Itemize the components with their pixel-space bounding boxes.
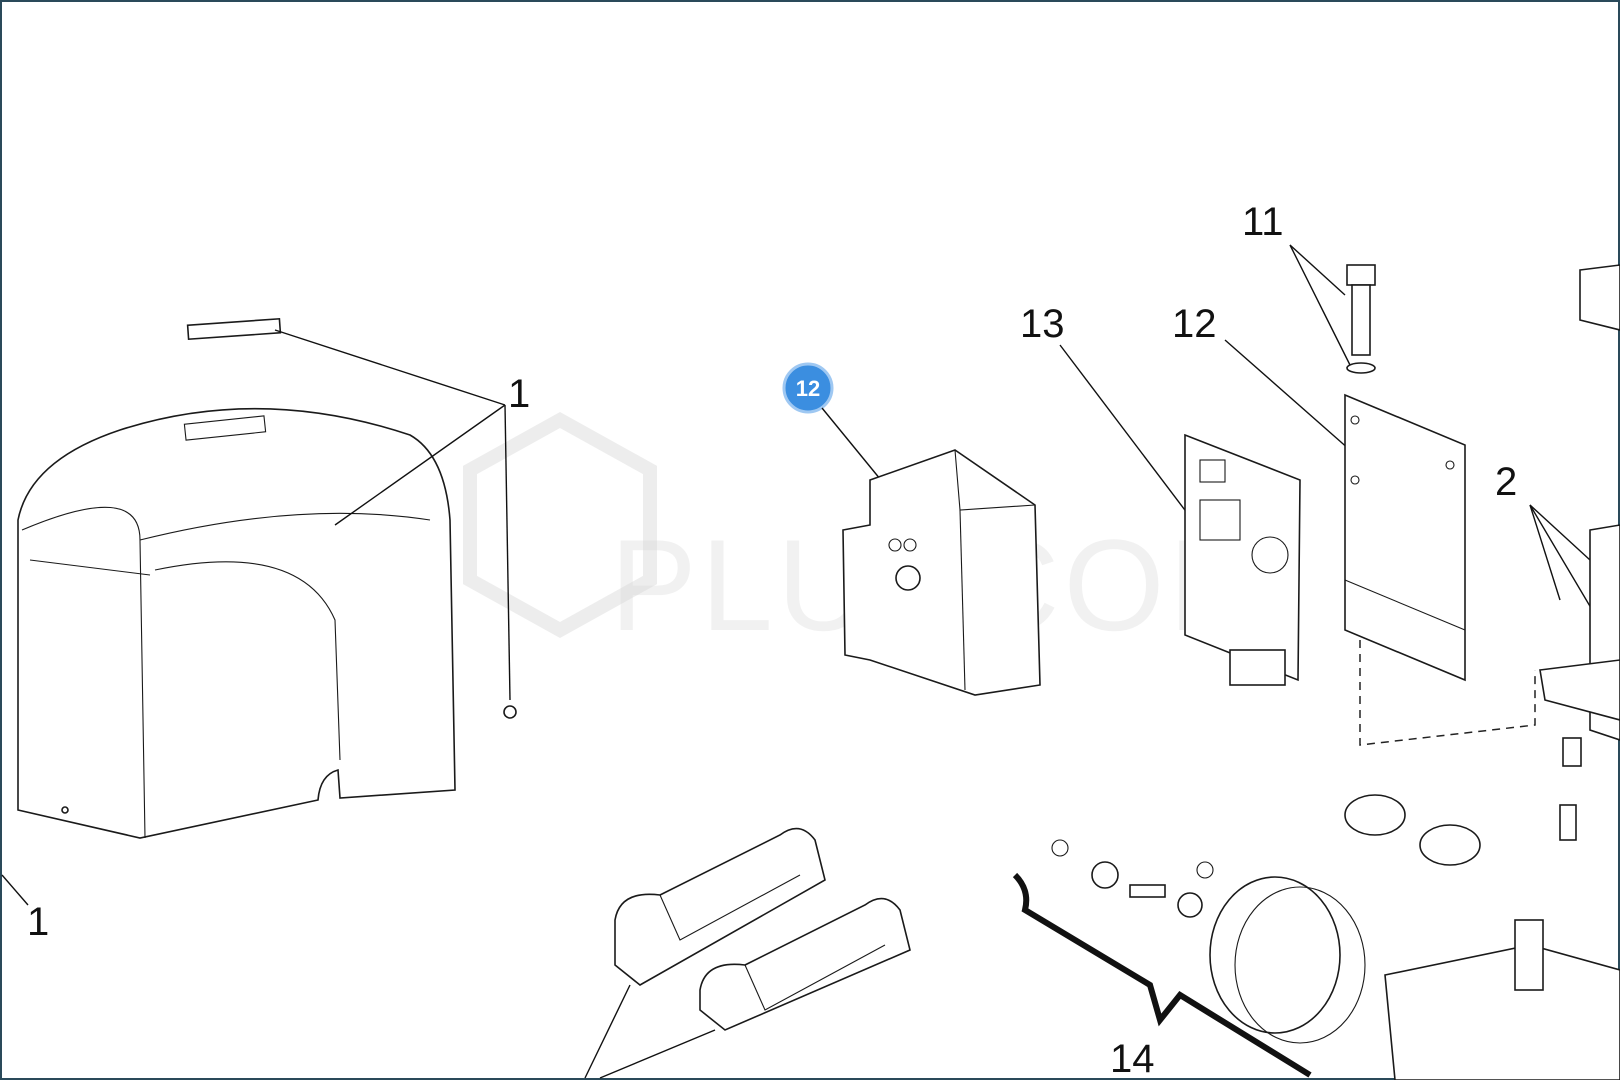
- board-component-1: [1199, 499, 1241, 541]
- circuit-board-group: 13: [1020, 302, 1301, 686]
- base-shaft: [1514, 919, 1544, 991]
- base-gear-ring: [1234, 886, 1366, 1044]
- motor-bracket: [1562, 737, 1582, 767]
- motor-screw: [1559, 804, 1577, 841]
- leader-badge: [821, 407, 886, 486]
- cover-housing: 1 1: [1, 317, 530, 944]
- mounting-plate: [1344, 393, 1466, 682]
- gear-2: [1419, 824, 1481, 866]
- cover-label-recess: [183, 415, 267, 441]
- plate-hole-1: [1350, 415, 1360, 425]
- leader-13: [1059, 344, 1201, 531]
- callout-2: 2: [1495, 460, 1517, 504]
- base-pin: [1129, 884, 1166, 898]
- motor-group: 2: [1495, 264, 1620, 841]
- control-box-knob: [895, 565, 921, 591]
- leader-1-bottom: [1, 874, 29, 906]
- leader-cover: [334, 404, 506, 526]
- control-box-port-1: [888, 538, 902, 552]
- board-relay: [1199, 459, 1226, 483]
- gear-1: [1344, 794, 1406, 836]
- assembly-guide-dashed: [1359, 640, 1536, 746]
- cover-plate: [186, 317, 282, 341]
- callout-11: 11: [1242, 200, 1284, 244]
- bolt-group: 11: [1242, 200, 1376, 374]
- cover-screw: [503, 705, 517, 719]
- cover-body: [17, 407, 456, 839]
- circuit-board: [1184, 433, 1301, 682]
- board-terminal: [1229, 649, 1286, 686]
- base-hole-1: [1051, 839, 1069, 857]
- control-box-body: [842, 449, 1041, 696]
- leader-bracket-right: [599, 1029, 716, 1079]
- control-box-group: 12: [782, 362, 1041, 696]
- bracket-left: [614, 827, 826, 986]
- bolt-washer: [1346, 362, 1376, 374]
- plate-hole-3: [1445, 460, 1455, 470]
- cover-edge-top: [139, 512, 431, 541]
- bracket-right: [699, 897, 911, 1031]
- plate-hole-2: [1350, 475, 1360, 485]
- base-oring: [1091, 861, 1119, 889]
- motor-top-block: [1579, 264, 1620, 331]
- callout-badge-label: 12: [796, 376, 820, 401]
- base-housing: [1384, 944, 1620, 1080]
- leader-screw: [504, 404, 511, 701]
- cover-seam: [29, 559, 151, 576]
- callout-14: 14: [1110, 1037, 1155, 1080]
- callout-13: 13: [1020, 302, 1065, 346]
- bracket-left-detail: [659, 874, 801, 941]
- leader-2-a: [1529, 504, 1561, 601]
- control-box-port-2: [903, 538, 917, 552]
- bracket-right-detail: [744, 944, 886, 1011]
- callout-12: 12: [1172, 302, 1217, 346]
- base-nut: [1177, 892, 1203, 918]
- leader-bracket-left: [584, 984, 631, 1079]
- leader-2-b: [1529, 504, 1591, 561]
- cover-screw-hole: [61, 806, 69, 814]
- bracket-14: [1012, 872, 1312, 1078]
- cover-arch: [154, 561, 341, 761]
- bolt-shaft: [1351, 284, 1371, 356]
- leader-11-b: [1289, 244, 1351, 366]
- base-hole-2: [1196, 861, 1214, 879]
- plate-rail: [1344, 579, 1466, 631]
- board-capacitor: [1251, 536, 1289, 574]
- leader-11-a: [1289, 244, 1346, 296]
- motor-flange: [1539, 659, 1620, 721]
- callout-1-bottom: 1: [27, 900, 49, 944]
- callout-badge[interactable]: [782, 362, 834, 414]
- base-assembly-group: 14: [1012, 794, 1620, 1080]
- watermark-hex-icon: [463, 411, 657, 639]
- callout-1-top: 1: [508, 372, 530, 416]
- leader-plate: [274, 329, 506, 406]
- cover-edge-left: [21, 506, 146, 839]
- bolt-head: [1346, 264, 1376, 286]
- brackets-group: [584, 827, 911, 1079]
- control-box-front-edge: [959, 509, 966, 691]
- mounting-plate-group: 12: [1172, 302, 1536, 746]
- leader-12: [1224, 339, 1351, 451]
- base-gear-disc: [1209, 876, 1341, 1034]
